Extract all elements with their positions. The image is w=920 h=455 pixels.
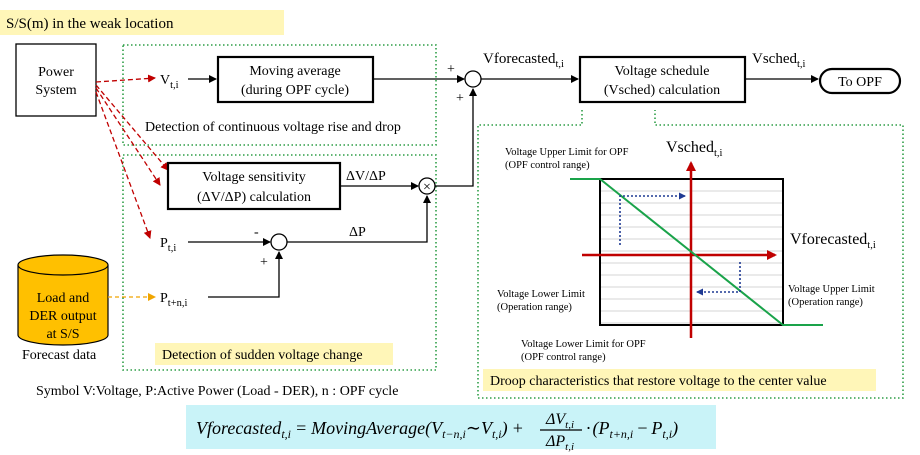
svg-text:Load and: Load and — [37, 291, 89, 306]
measurement-arrows — [95, 74, 169, 239]
droop-caption-box: Droop characteristics that restore volta… — [483, 369, 876, 391]
voltage-schedule-block: Voltage schedule (Vsched) calculation — [578, 55, 747, 104]
svg-text:Voltage Lower Limit: Voltage Lower Limit — [497, 289, 585, 300]
svg-text:-: - — [254, 225, 259, 240]
title-banner-text: S/S(m) in the weak location — [6, 16, 174, 32]
forecast-data-label: Forecast data — [22, 348, 97, 363]
continuous-detection-caption: Detection of continuous voltage rise and… — [145, 120, 401, 135]
svg-text:Voltage schedule: Voltage schedule — [615, 64, 710, 79]
formula-fraction-denominator: ΔPt,i — [545, 433, 574, 453]
vsched-label: Vschedt,i — [752, 51, 806, 70]
formula-text-tail: ·(Pt+n,i−Pt,i) — [586, 418, 678, 441]
symbol-legend: Symbol V:Voltage, P:Active Power (Load -… — [36, 384, 398, 399]
svg-text:×: × — [423, 180, 431, 195]
droop-guide-upper — [619, 192, 686, 245]
droop-characteristic-line — [570, 178, 823, 326]
p-input-label: Pt,i — [160, 236, 176, 254]
to-opf-terminal: To OPF — [818, 67, 902, 95]
formula-text: Vforecastedt,i=MovingAverage(Vt−n,i∼Vt,i… — [196, 418, 524, 441]
svg-text:(OPF control range): (OPF control range) — [521, 352, 606, 363]
forecast-database: Load and DER output at S/S — [17, 254, 109, 346]
droop-annotation-upper-opf: Voltage Upper Limit for OPF (OPF control… — [505, 147, 629, 171]
svg-text:Moving average: Moving average — [249, 64, 340, 79]
svg-text:(OPF control range): (OPF control range) — [505, 160, 590, 171]
svg-text:System: System — [35, 83, 76, 98]
svg-text:DER output: DER output — [29, 309, 96, 324]
sum-junction-bottom: - + — [254, 225, 288, 270]
svg-text:Power: Power — [38, 65, 74, 80]
multiplier-junction: × — [418, 177, 436, 195]
svg-text:Voltage Upper Limit for OPF: Voltage Upper Limit for OPF — [505, 147, 629, 158]
continuous-detection-frame — [122, 44, 437, 146]
title-banner: S/S(m) in the weak location — [0, 10, 284, 35]
svg-text:(Vsched) calculation: (Vsched) calculation — [604, 83, 720, 98]
sudden-detection-frame — [122, 154, 437, 371]
droop-x-axis-label: Vforecastedt,i — [790, 231, 876, 251]
svg-text:(during OPF cycle): (during OPF cycle) — [241, 83, 349, 98]
svg-text:(Operation range): (Operation range) — [497, 302, 572, 313]
formula-box: Vforecastedt,i=MovingAverage(Vt−n,i∼Vt,i… — [186, 405, 716, 453]
droop-caption: Droop characteristics that restore volta… — [490, 374, 827, 389]
svg-text:+: + — [447, 62, 455, 77]
droop-annotation-lower-opf: Voltage Lower Limit for OPF (OPF control… — [521, 339, 646, 363]
droop-chart — [570, 161, 823, 338]
moving-average-block: Moving average (during OPF cycle) — [216, 55, 375, 104]
svg-text:Voltage Upper Limit: Voltage Upper Limit — [788, 284, 875, 295]
droop-frame — [477, 110, 904, 399]
sudden-detection-caption: Detection of sudden voltage change — [162, 348, 363, 363]
svg-text:Voltage sensitivity: Voltage sensitivity — [202, 170, 306, 185]
svg-text:Voltage Lower Limit for OPF: Voltage Lower Limit for OPF — [521, 339, 646, 350]
v-input-label: Vt,i — [160, 73, 179, 91]
svg-text:at S/S: at S/S — [46, 327, 79, 342]
svg-text:+: + — [456, 91, 464, 106]
formula-fraction-numerator: ΔVt,i — [545, 411, 574, 431]
vforecasted-label: Vforecastedt,i — [483, 51, 564, 70]
voltage-sensitivity-block: Voltage sensitivity (ΔV/ΔP) calculation — [166, 161, 342, 211]
dvdp-label: ΔV/ΔP — [346, 169, 386, 184]
dp-label: ΔP — [349, 225, 366, 240]
svg-text:(Operation range): (Operation range) — [788, 297, 863, 308]
droop-annotation-lower-op: Voltage Lower Limit (Operation range) — [497, 289, 585, 313]
power-system-block: Power System — [15, 43, 97, 117]
svg-text:To OPF: To OPF — [838, 75, 882, 90]
droop-annotation-upper-op: Voltage Upper Limit (Operation range) — [788, 284, 875, 308]
droop-y-axis-label: Vschedt,i — [666, 139, 723, 159]
droop-guide-lower — [696, 262, 741, 296]
svg-text:(ΔV/ΔP) calculation: (ΔV/ΔP) calculation — [197, 190, 311, 205]
sudden-detection-caption-box: Detection of sudden voltage change — [155, 343, 393, 365]
sum-junction-top: + + — [447, 62, 482, 106]
svg-text:+: + — [260, 255, 268, 270]
pn-input-label: Pt+n,i — [160, 291, 188, 309]
